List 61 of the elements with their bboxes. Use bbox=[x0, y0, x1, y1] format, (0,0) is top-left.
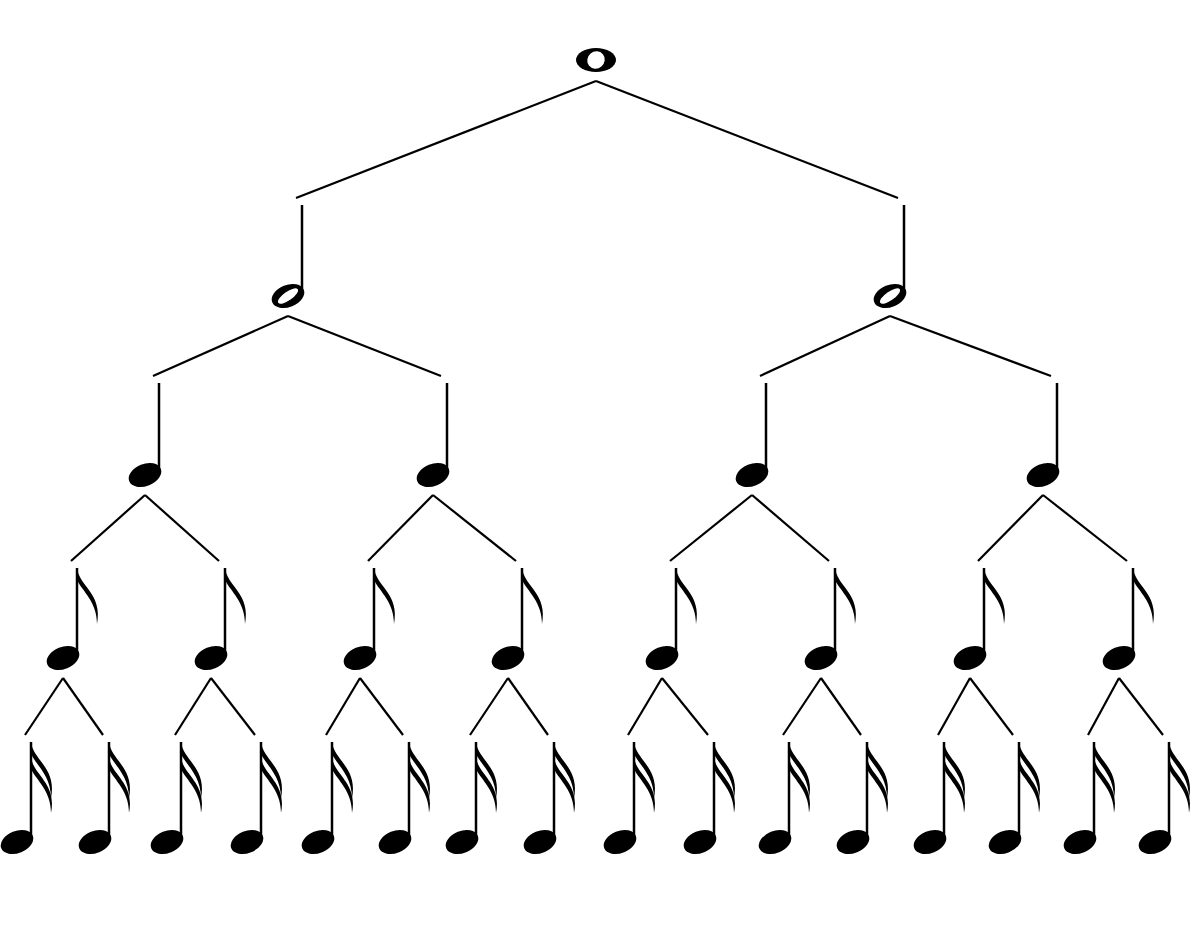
connector-line bbox=[359, 677, 404, 736]
sixteenth-note-icon bbox=[299, 741, 354, 854]
connector-line bbox=[759, 315, 891, 377]
eighth-note-icon bbox=[643, 567, 698, 670]
connector-line bbox=[287, 314, 442, 378]
eighth-note-icon bbox=[44, 567, 99, 670]
connector-line bbox=[782, 677, 822, 736]
connector-line bbox=[1042, 494, 1128, 562]
quarter-note-icon bbox=[733, 382, 771, 487]
sixteenth-note-icon bbox=[76, 741, 131, 854]
connector-line bbox=[210, 677, 256, 736]
sixteenth-note-icon bbox=[148, 741, 203, 854]
sixteenth-note-icon bbox=[228, 741, 283, 854]
connector-line bbox=[820, 677, 862, 736]
eighth-note-icon bbox=[192, 567, 247, 670]
quarter-note-icon bbox=[126, 382, 164, 487]
sixteenth-note-icon bbox=[756, 741, 811, 854]
connector-line bbox=[432, 494, 517, 562]
connector-line bbox=[669, 494, 753, 562]
sixteenth-note-icon bbox=[0, 741, 53, 854]
sixteenth-note-icon bbox=[1136, 741, 1191, 854]
eighth-note-icon bbox=[802, 567, 857, 670]
connector-line bbox=[595, 79, 899, 200]
connector-line bbox=[661, 677, 709, 736]
connector-line bbox=[152, 315, 289, 377]
sixteenth-note-icon bbox=[911, 741, 966, 854]
connector-line bbox=[367, 494, 434, 562]
eighth-note-icon bbox=[489, 567, 544, 670]
sixteenth-note-icon bbox=[1061, 741, 1116, 854]
whole-note-icon bbox=[574, 47, 618, 73]
connector-line bbox=[969, 677, 1014, 736]
eighth-note-icon bbox=[1100, 567, 1155, 670]
sixteenth-note-icon bbox=[376, 741, 431, 854]
connector-line bbox=[507, 677, 549, 736]
connector-line bbox=[24, 677, 64, 736]
connector-line bbox=[1118, 677, 1164, 736]
half-note-icon bbox=[871, 204, 909, 308]
sixteenth-note-icon bbox=[834, 741, 889, 854]
sixteenth-note-icon bbox=[601, 741, 656, 854]
connector-line bbox=[144, 494, 220, 562]
sixteenth-note-icon bbox=[681, 741, 736, 854]
eighth-note-icon bbox=[341, 567, 396, 670]
connector-line bbox=[751, 494, 830, 562]
connector-line bbox=[70, 494, 146, 562]
half-note-icon bbox=[269, 204, 307, 308]
connector-line bbox=[62, 677, 104, 736]
connector-line bbox=[977, 494, 1044, 562]
connector-line bbox=[1087, 677, 1120, 736]
quarter-note-icon bbox=[1024, 382, 1062, 487]
connector-line bbox=[469, 677, 509, 736]
connector-line bbox=[174, 677, 212, 736]
connector-line bbox=[889, 314, 1052, 378]
sixteenth-note-icon bbox=[443, 741, 498, 854]
quarter-note-icon bbox=[414, 382, 452, 487]
sixteenth-note-icon bbox=[521, 741, 576, 854]
sixteenth-note-icon bbox=[986, 741, 1041, 854]
connector-line bbox=[295, 79, 597, 200]
connector-line bbox=[325, 677, 361, 736]
connector-line bbox=[937, 677, 971, 736]
connector-line bbox=[627, 677, 663, 736]
eighth-note-icon bbox=[951, 567, 1006, 670]
